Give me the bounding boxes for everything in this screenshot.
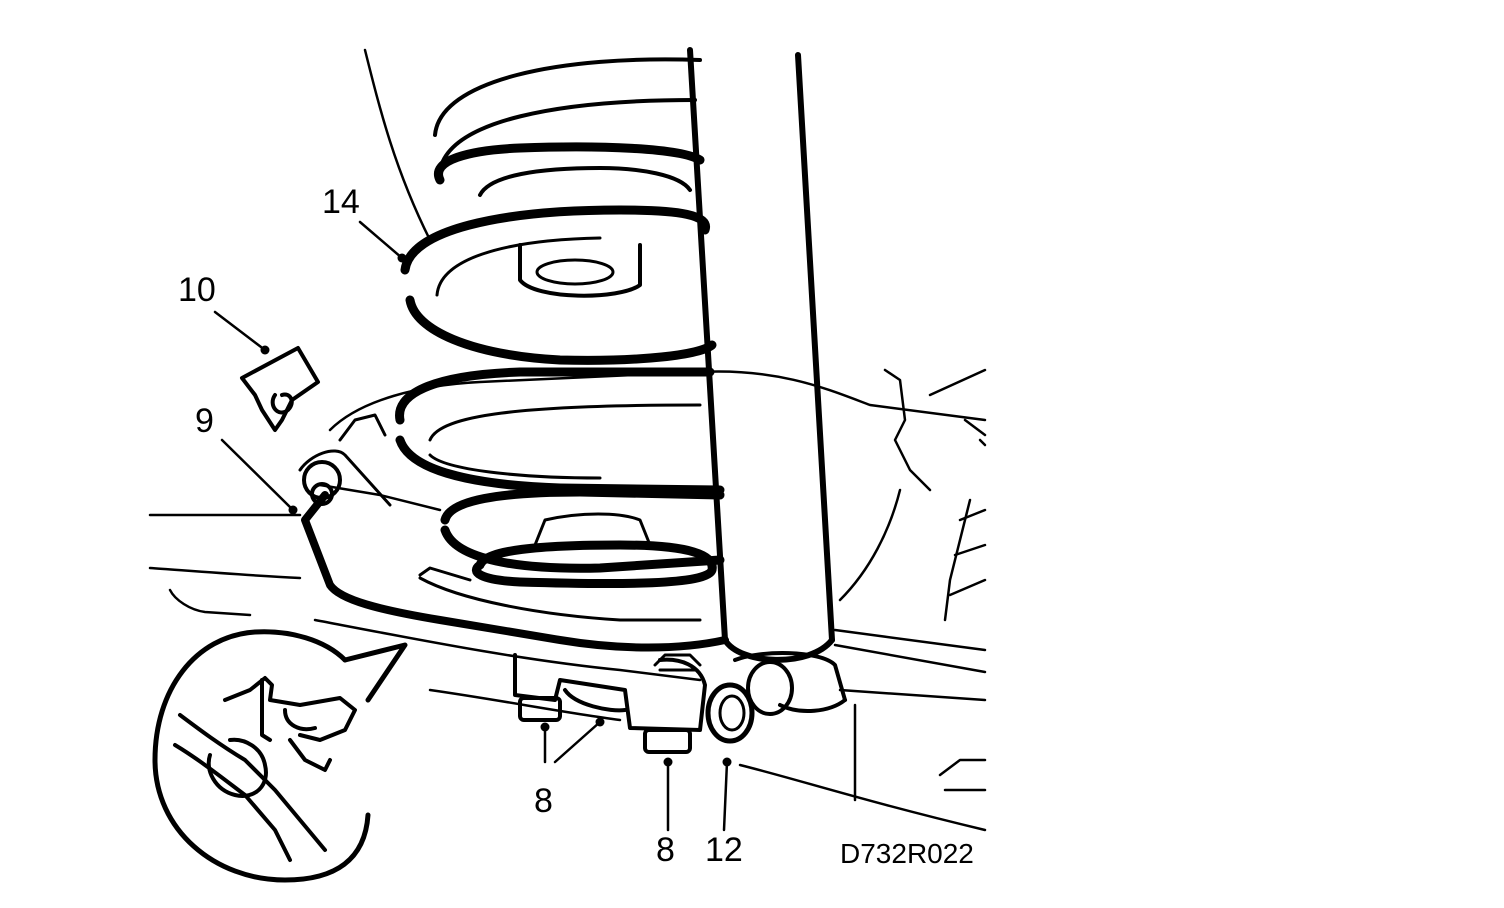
clip-10 <box>240 346 320 432</box>
leader-lines <box>213 220 729 832</box>
coil-spring <box>395 142 725 589</box>
threaded-stud <box>653 653 702 672</box>
callout-12: 12 <box>705 831 743 869</box>
upper-spring-seat <box>433 57 702 298</box>
callout-10: 10 <box>178 271 216 309</box>
detail-contents <box>173 676 357 862</box>
shock-absorber <box>687 47 835 663</box>
callout-9: 9 <box>195 402 214 440</box>
nut-left <box>518 696 562 722</box>
lower-control-arm <box>298 413 702 622</box>
nut-right <box>643 728 692 754</box>
spring-inner-lines <box>428 236 702 480</box>
stabilizer-bar <box>301 491 729 652</box>
detail-inset <box>152 629 408 883</box>
bolt-12 <box>705 682 755 744</box>
mounting-bracket <box>513 653 707 732</box>
bar-end-eye <box>302 460 342 506</box>
callout-14: 14 <box>322 183 360 221</box>
drawing-code: D732R022 <box>840 838 974 869</box>
callout-8-right: 8 <box>656 831 675 869</box>
leader-dots <box>260 253 732 767</box>
shock-mount-bushing <box>733 651 847 716</box>
callout-8-left: 8 <box>534 782 553 820</box>
stabilizer-bar-inner <box>303 493 727 649</box>
